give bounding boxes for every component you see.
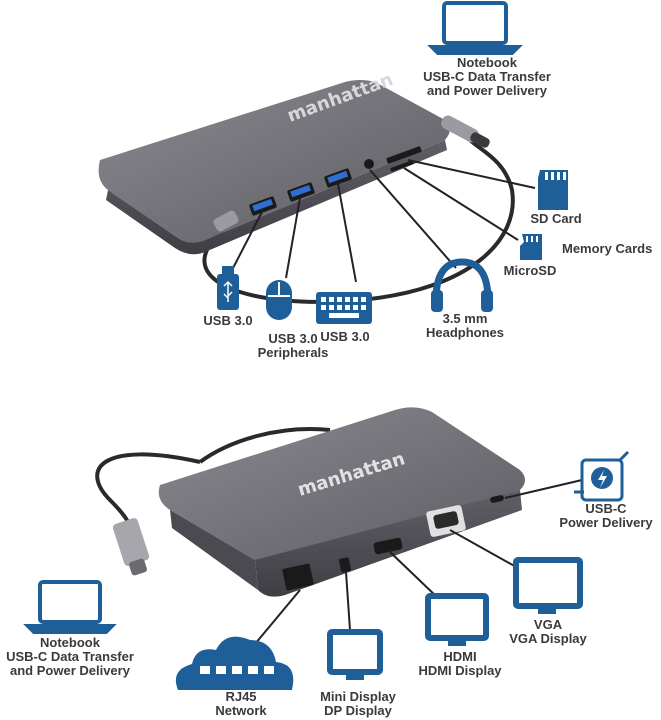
top-usbc-cable xyxy=(202,138,515,304)
vga-monitor-icon xyxy=(513,557,583,614)
microsd-icon xyxy=(520,234,542,260)
cloud-network-icon xyxy=(175,636,294,690)
usb-flash-label: USB 3.0 xyxy=(203,313,253,328)
hdmi-monitor-icon xyxy=(425,593,489,646)
usb-flash-icon xyxy=(217,266,239,310)
top-hub: manhattan xyxy=(98,69,536,304)
keyboard-icon xyxy=(316,292,372,324)
laptop-icon-top xyxy=(427,1,523,55)
bottom-hub: manhattan xyxy=(95,407,583,651)
sd-card-icon xyxy=(538,170,568,210)
microsd-label: MicroSD xyxy=(503,263,557,278)
dp-monitor-icon xyxy=(327,629,383,680)
laptop-icon-bottom xyxy=(23,580,117,634)
usb-keyboard-label: USB 3.0 xyxy=(320,329,370,344)
power-plug-icon xyxy=(574,450,630,502)
memory-cards-label: Memory Cards xyxy=(562,241,653,256)
mouse-icon xyxy=(266,280,292,320)
headphones-icon xyxy=(431,258,493,312)
sd-card-label: SD Card xyxy=(530,211,582,226)
